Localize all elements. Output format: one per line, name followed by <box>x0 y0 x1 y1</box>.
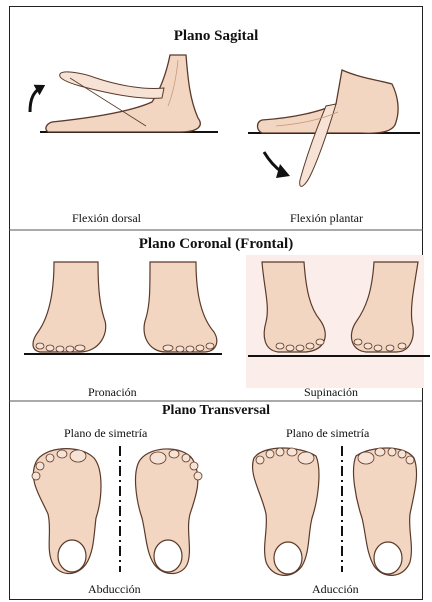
pronation-label: Pronación <box>88 385 137 400</box>
symmetry-plane-label-right: Plano de simetría <box>286 426 369 441</box>
symmetry-plane-label-left: Plano de simetría <box>64 426 147 441</box>
dorsiflexion-foot <box>46 55 200 132</box>
sagittal-title: Plano Sagital <box>0 28 432 45</box>
coronal-title: Plano Coronal (Frontal) <box>0 236 432 253</box>
transverse-title: Plano Transversal <box>0 403 432 419</box>
adduction-label: Aducción <box>312 582 359 597</box>
abduction-feet <box>32 449 202 574</box>
adduction-feet <box>253 448 417 575</box>
pronation-feet <box>33 262 217 352</box>
supination-label: Supinación <box>304 385 358 400</box>
plantarflexion-label: Flexión plantar <box>290 211 363 226</box>
dorsiflexion-label: Flexión dorsal <box>72 211 141 226</box>
abduction-label: Abducción <box>88 582 141 597</box>
